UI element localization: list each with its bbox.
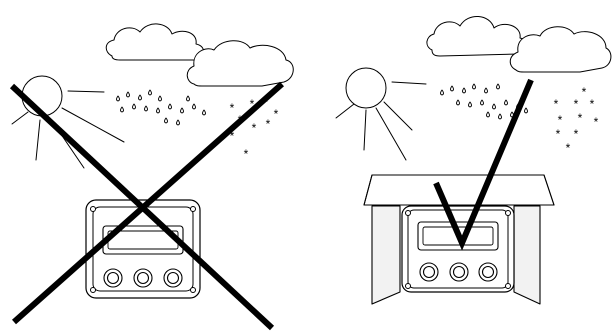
svg-text:*: * [594, 115, 599, 129]
snow-cloud-icon: *** *** *** [186, 40, 294, 161]
snowflakes: *** *** *** * [554, 85, 599, 155]
check-mark-icon [433, 78, 534, 251]
svg-text:*: * [556, 127, 561, 141]
svg-text:*: * [230, 101, 235, 115]
svg-text:*: * [574, 97, 579, 111]
sun-icon [335, 67, 427, 161]
raindrops [440, 83, 528, 120]
svg-text:*: * [566, 141, 571, 155]
svg-text:*: * [578, 111, 583, 125]
rain-cloud-icon [426, 16, 528, 120]
shelter-cover-icon [363, 174, 555, 305]
right-panel: *** *** *** * [335, 16, 612, 305]
svg-text:*: * [574, 127, 579, 141]
svg-text:*: * [554, 97, 559, 111]
svg-text:*: * [266, 117, 271, 131]
rain-cloud-icon [105, 23, 206, 126]
svg-text:*: * [230, 129, 235, 143]
cross-mark-icon [9, 81, 284, 331]
raindrops [116, 89, 206, 126]
sun-icon [11, 75, 125, 169]
control-unit-icon [401, 205, 515, 293]
svg-text:*: * [582, 85, 587, 99]
svg-text:*: * [244, 147, 249, 161]
svg-text:*: * [274, 107, 279, 121]
left-panel: *** *** *** [9, 23, 294, 331]
svg-text:*: * [590, 97, 595, 111]
unit-buttons [419, 262, 498, 282]
svg-text:*: * [250, 97, 255, 111]
snow-cloud-icon: *** *** *** * [509, 26, 612, 155]
svg-text:*: * [252, 121, 257, 135]
unit-buttons [103, 268, 183, 288]
svg-text:*: * [558, 113, 563, 127]
